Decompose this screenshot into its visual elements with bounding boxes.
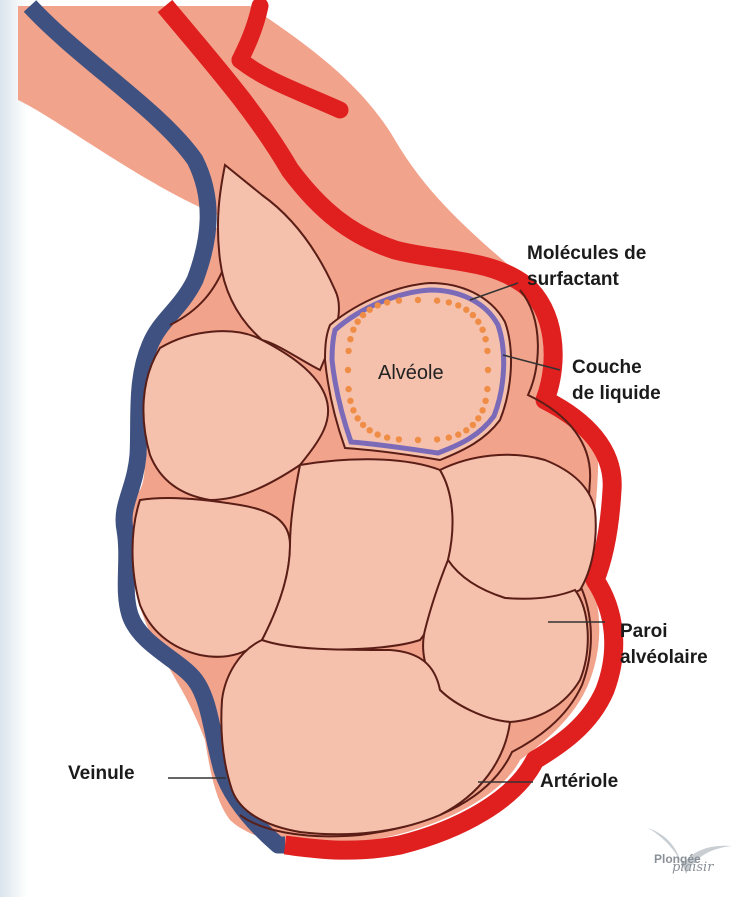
surfactant-dot — [396, 297, 402, 303]
surfactant-dot — [479, 407, 485, 413]
wall-label-line2: alvéolaire — [620, 646, 708, 670]
surfactant-label-line2: surfactant — [527, 268, 619, 292]
surfactant-dot — [482, 336, 488, 342]
surfactant-dot — [347, 336, 353, 342]
venule-label: Veinule — [68, 762, 135, 786]
arteriole-label: Artériole — [540, 770, 618, 794]
surfactant-dot — [350, 327, 356, 333]
wall-label-line1: Paroi — [620, 620, 668, 644]
surfactant-dot — [384, 299, 390, 305]
surfactant-dot — [455, 431, 461, 437]
surfactant-dot — [434, 436, 440, 442]
surfactant-dot — [463, 427, 469, 433]
surfactant-dot — [485, 367, 491, 373]
surfactant-dot — [484, 348, 490, 354]
surfactant-dot — [345, 348, 351, 354]
surfactant-dot — [475, 415, 481, 421]
surfactant-dot — [434, 297, 440, 303]
surfactant-label-line1: Molécules de — [527, 242, 646, 266]
surfactant-dot — [350, 407, 356, 413]
surfactant-dot — [396, 436, 402, 442]
surfactant-dot — [463, 307, 469, 313]
surfactant-dot — [415, 297, 421, 303]
surfactant-dot — [446, 299, 452, 305]
surfactant-dot — [479, 327, 485, 333]
liquid-label-line2: de liquide — [572, 382, 661, 406]
surfactant-dot — [360, 312, 366, 318]
surfactant-dot — [484, 386, 490, 392]
alveolus-label: Alvéole — [378, 362, 444, 385]
surfactant-dot — [345, 367, 351, 373]
surfactant-dot — [375, 302, 381, 308]
logo-sub: plaisir — [672, 860, 713, 875]
surfactant-dot — [482, 398, 488, 404]
surfactant-dot — [355, 319, 361, 325]
surfactant-dot — [367, 307, 373, 313]
surfactant-dot — [470, 422, 476, 428]
surfactant-dot — [345, 386, 351, 392]
surfactant-dot — [384, 434, 390, 440]
surfactant-dot — [446, 434, 452, 440]
surfactant-dot — [375, 431, 381, 437]
liquid-label-line1: Couche — [572, 356, 642, 380]
surfactant-dot — [360, 422, 366, 428]
plongee-plaisir-logo: Plongée plaisir — [642, 826, 738, 884]
surfactant-dot — [475, 319, 481, 325]
surfactant-dot — [470, 312, 476, 318]
surfactant-dot — [455, 302, 461, 308]
surfactant-dot — [355, 415, 361, 421]
surfactant-dot — [415, 437, 421, 443]
surfactant-dot — [367, 427, 373, 433]
surfactant-dot — [347, 398, 353, 404]
